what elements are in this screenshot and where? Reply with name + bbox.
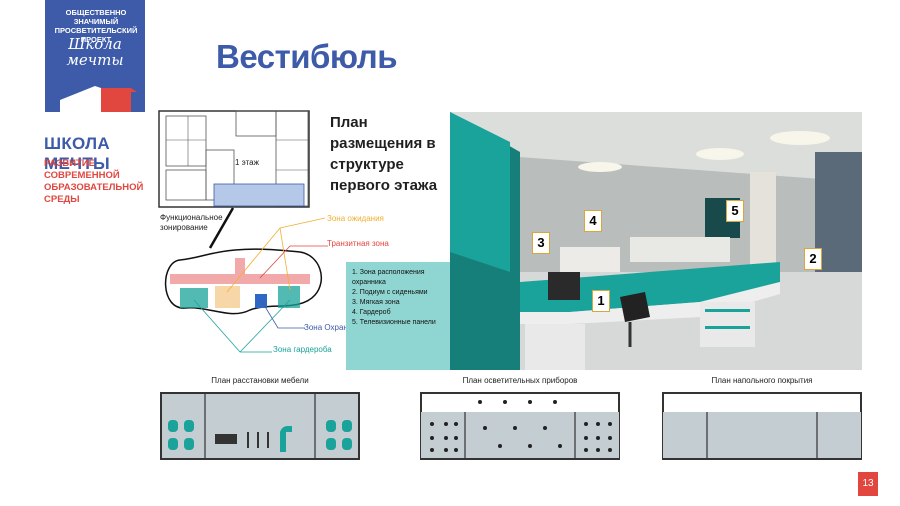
zone-security-label: Зона Охраны xyxy=(304,323,354,332)
plan-title: План размещения в структуре первого этаж… xyxy=(330,114,438,194)
floor-plan-diagram xyxy=(158,110,310,208)
brand-logo-text: Школа мечты xyxy=(66,35,124,69)
functional-zoning-label: Функциональное зонирование xyxy=(160,213,223,232)
zoning-diagram xyxy=(164,207,328,353)
legend-item: 3. Мягкая зона xyxy=(352,299,400,306)
page-number: 13 xyxy=(858,472,878,496)
marker-4: 4 xyxy=(584,210,602,232)
brand-tagline: ОБЩЕСТВЕННО ЗНАЧИМЫЙ ПРОСВЕТИТЕЛЬСКИЙ ПР… xyxy=(54,8,138,44)
lobby-render: 1 2 3 4 5 xyxy=(450,112,862,370)
zone-wardrobe-label: Зона гардероба xyxy=(273,345,332,354)
legend-item: 5. Телевизионные панели xyxy=(352,319,436,326)
house-logo-icon xyxy=(60,86,137,112)
brand-banner: ОБЩЕСТВЕННО ЗНАЧИМЫЙ ПРОСВЕТИТЕЛЬСКИЙ ПР… xyxy=(45,0,145,112)
marker-5: 5 xyxy=(726,200,744,222)
flooring-plan-drawing xyxy=(662,392,862,460)
furniture-plan-title: План расстановки мебели xyxy=(211,376,309,385)
school-name: ШКОЛА МЕЧТЫ xyxy=(44,134,110,173)
marker-3: 3 xyxy=(532,232,550,254)
legend-item: 1. Зона расположения охранника xyxy=(352,269,425,286)
lighting-plan-drawing xyxy=(420,392,620,460)
marker-2: 2 xyxy=(804,248,822,270)
school-subtitle: РАЗВИТИЕ СОВРЕМЕННОЙ ОБРАЗОВАТЕЛЬНОЙ СРЕ… xyxy=(44,158,144,205)
legend-item: 4. Гардероб xyxy=(352,309,391,316)
flooring-plan-title: План напольного покрытия xyxy=(711,376,813,385)
marker-1: 1 xyxy=(592,290,610,312)
zone-transit-label: Транзитная зона xyxy=(327,239,389,248)
lighting-plan-title: План осветительных приборов xyxy=(462,376,578,385)
zone-waiting-label: Зона ожидания xyxy=(327,214,384,223)
page-title: Вестибюль xyxy=(216,38,398,75)
floor-label: 1 этаж xyxy=(235,158,259,167)
legend-box: 1. Зона расположения охранника 2. Подиум… xyxy=(346,262,452,370)
legend-item: 2. Подиум с сиденьями xyxy=(352,289,428,296)
furniture-plan-drawing xyxy=(160,392,360,460)
lobby-render-image xyxy=(450,112,862,370)
